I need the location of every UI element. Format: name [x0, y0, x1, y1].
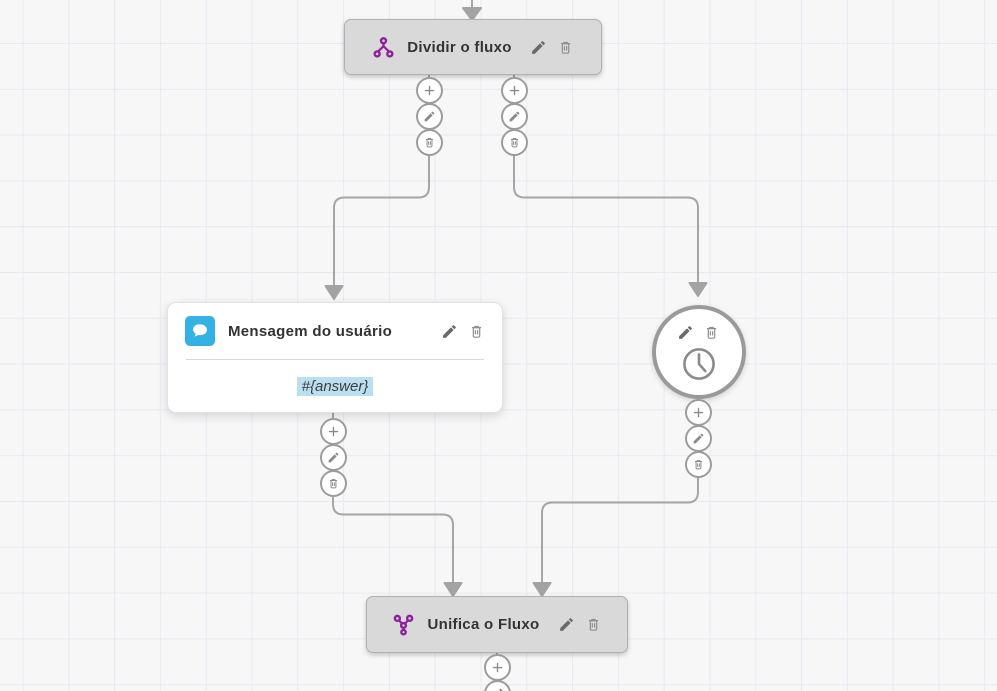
- connector-controls-merge: [483, 653, 511, 691]
- edit-node-button[interactable]: [530, 39, 547, 56]
- add-step-button[interactable]: [684, 398, 712, 426]
- arrowhead: [324, 285, 344, 300]
- delete-node-button[interactable]: [703, 324, 720, 341]
- node-timer[interactable]: [651, 305, 746, 399]
- node-split-flow[interactable]: Dividir o fluxo: [344, 19, 602, 75]
- connector-controls-split-left: [415, 76, 443, 156]
- edit-connector-button[interactable]: [319, 443, 347, 471]
- split-icon: [372, 36, 395, 59]
- delete-node-button[interactable]: [557, 39, 574, 56]
- edit-connector-button[interactable]: [684, 424, 712, 452]
- add-step-button[interactable]: [415, 76, 443, 104]
- delete-connector-button[interactable]: [500, 128, 528, 156]
- add-step-button[interactable]: [483, 653, 511, 681]
- arrowhead: [443, 582, 463, 597]
- connector-split-to-message: [333, 75, 430, 287]
- edit-connector-button[interactable]: [415, 102, 443, 130]
- node-merge-flow[interactable]: Unifica o Fluxo: [366, 596, 628, 653]
- message-body-variable: #{answer}: [296, 376, 374, 396]
- delete-connector-button[interactable]: [319, 469, 347, 497]
- node-title: Unifica o Fluxo: [427, 616, 540, 633]
- connector-controls-message: [319, 417, 347, 497]
- chat-bubble-icon: [185, 316, 215, 346]
- connector-split-to-timer: [513, 75, 699, 284]
- edit-connector-button[interactable]: [500, 102, 528, 130]
- delete-connector-button[interactable]: [684, 450, 712, 478]
- delete-connector-button[interactable]: [415, 128, 443, 156]
- add-step-button[interactable]: [500, 76, 528, 104]
- delete-node-button[interactable]: [468, 323, 485, 340]
- connector-controls-timer: [684, 398, 712, 478]
- connector-controls-split-right: [500, 76, 528, 156]
- add-step-button[interactable]: [319, 417, 347, 445]
- edit-connector-button[interactable]: [483, 679, 511, 691]
- edit-node-button[interactable]: [558, 616, 575, 633]
- arrowhead: [462, 7, 482, 21]
- node-title: Dividir o fluxo: [407, 38, 512, 56]
- arrowhead: [688, 282, 708, 297]
- divider: [186, 359, 484, 360]
- connector-message-to-merge: [332, 413, 454, 584]
- edit-node-button[interactable]: [677, 324, 694, 341]
- connector-timer-to-merge: [541, 399, 699, 584]
- merge-icon: [392, 613, 415, 636]
- clock-icon: [678, 343, 720, 390]
- delete-node-button[interactable]: [585, 616, 602, 633]
- arrowhead: [532, 582, 552, 597]
- node-user-message[interactable]: Mensagem do usuário #{answer}: [167, 302, 503, 413]
- node-title: Mensagem do usuário: [228, 322, 393, 340]
- edit-node-button[interactable]: [441, 323, 458, 340]
